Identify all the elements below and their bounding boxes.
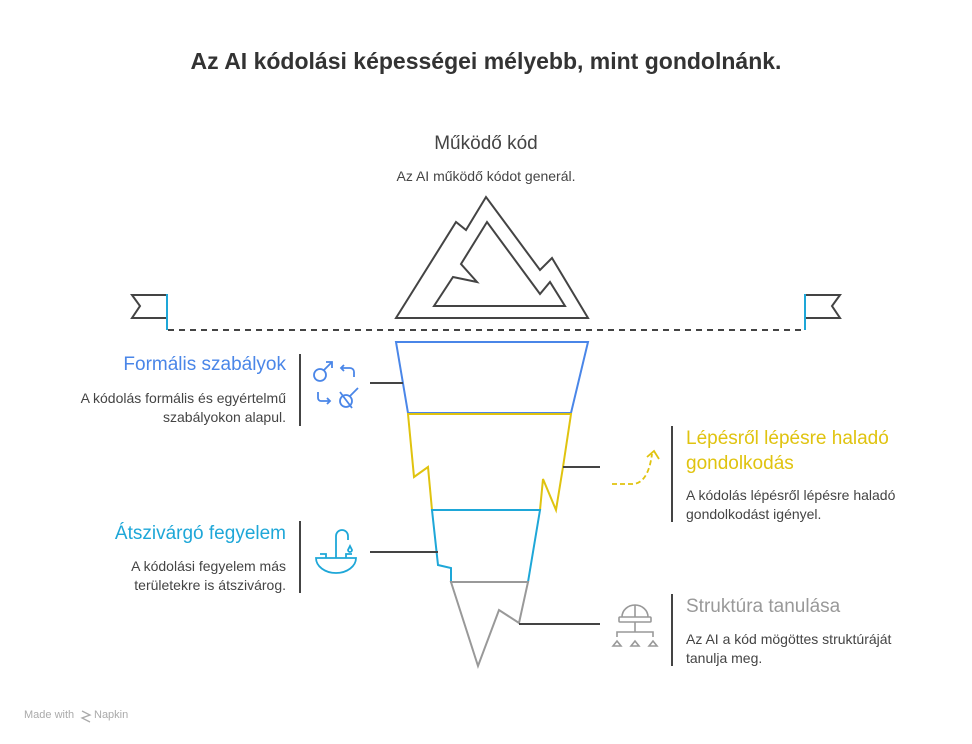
top-heading: Működő kód	[434, 133, 538, 154]
napkin-logo-icon	[80, 710, 92, 723]
structure-desc-1: Az AI a kód mögöttes struktúráját	[686, 631, 892, 647]
formal-rules-heading: Formális szabályok	[123, 354, 286, 375]
hardhat-hierarchy-icon	[611, 604, 659, 647]
layer-formal-rules	[394, 341, 590, 414]
sink-faucet-icon	[315, 529, 357, 574]
layer-structure	[449, 581, 530, 670]
dashed-arrow-icon	[612, 449, 660, 485]
footer-brand[interactable]: Napkin	[94, 709, 129, 721]
step-heading-2: gondolkodás	[686, 453, 794, 474]
step-desc-2: gondolkodást igényel.	[686, 506, 822, 522]
flag-left-icon	[130, 294, 168, 330]
formal-rules-desc-2: szabályokon alapul.	[163, 409, 286, 425]
mountain-icon	[394, 195, 590, 319]
step-desc-1: A kódolás lépésről lépésre haladó	[686, 487, 896, 503]
footer-made-with: Made with	[24, 709, 75, 721]
discipline-desc-1: A kódolási fegyelem más	[131, 558, 286, 574]
discipline-desc-2: területekre is átszivárog.	[134, 577, 286, 593]
layer-discipline	[430, 509, 542, 583]
formal-rules-desc-1: A kódolás formális és egyértelmű	[80, 390, 286, 406]
step-heading-1: Lépésről lépésre haladó	[686, 428, 889, 449]
discipline-heading: Átszivárgó fegyelem	[114, 523, 286, 544]
top-desc: Az AI működő kódot generál.	[396, 168, 576, 184]
flag-right-icon	[804, 294, 842, 330]
structure-desc-2: tanulja meg.	[686, 650, 763, 666]
structure-heading: Struktúra tanulása	[686, 596, 841, 617]
page-title: Az AI kódolási képességei mélyebb, mint …	[190, 48, 782, 74]
gender-arrows-icon	[313, 361, 359, 409]
layer-step-by-step	[406, 413, 573, 514]
